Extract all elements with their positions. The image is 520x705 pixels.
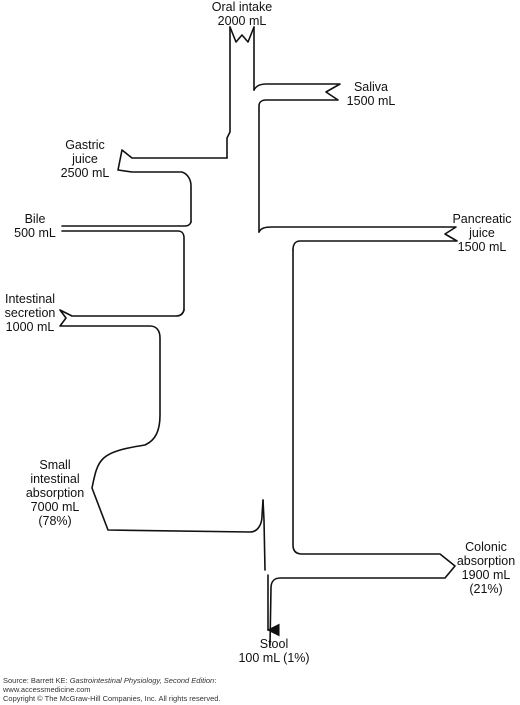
intestinal-secretion-name-2: secretion	[4, 306, 56, 320]
bile-name: Bile	[24, 212, 46, 226]
gastric-juice-inflow	[117, 149, 228, 223]
lower-left-wall	[262, 499, 266, 571]
pancreatic-juice-volume: 1500 mL	[457, 240, 507, 254]
oral-intake-name: Oral intake	[211, 0, 273, 14]
stool-volume: 100 mL (1%)	[238, 651, 310, 665]
gastric-juice-name-1: Gastric	[65, 138, 105, 152]
pancreatic-juice-name-1: Pancreatic	[452, 212, 512, 226]
right-wall	[269, 249, 456, 646]
gastric-juice-volume: 2500 mL	[60, 166, 110, 180]
intestinal-secretion-inflow	[59, 309, 264, 533]
colonic-percent: (21%)	[469, 582, 503, 596]
stool-label: Stool 100 mL (1%)	[236, 637, 312, 665]
intestinal-secretion-label: Intestinal secretion 1000 mL	[0, 292, 60, 334]
source-prefix: Source: Barrett KE:	[3, 676, 70, 685]
small-intestinal-line-3: absorption	[25, 486, 85, 500]
bile-label: Bile 500 mL	[10, 212, 60, 240]
bile-inflow-lower	[61, 230, 185, 311]
intestinal-secretion-volume: 1000 mL	[5, 320, 55, 334]
gastric-juice-name-2: juice	[72, 152, 98, 166]
gastric-juice-label: Gastric juice 2500 mL	[52, 138, 118, 180]
source-citation: Source: Barrett KE: Gastrointestinal Phy…	[3, 676, 216, 685]
upper-left-wall	[226, 26, 231, 159]
small-intestinal-percent: (78%)	[38, 514, 72, 528]
pancreatic-juice-label: Pancreatic juice 1500 mL	[446, 212, 518, 254]
saliva-inflow	[253, 83, 341, 233]
saliva-volume: 1500 mL	[346, 94, 396, 108]
oral-intake-volume: 2000 mL	[217, 14, 267, 28]
oral-intake-inflow-notch	[229, 26, 255, 43]
source-title: Gastrointestinal Physiology, Second Edit…	[69, 676, 215, 685]
colonic-line-2: absorption	[456, 554, 516, 568]
pancreatic-juice-inflow	[258, 226, 458, 251]
source-url[interactable]: www.accessmedicine.com	[3, 685, 91, 694]
colonic-line-1: Colonic	[465, 540, 507, 554]
saliva-name: Saliva	[353, 80, 389, 94]
source-suffix: :	[214, 676, 217, 685]
copyright-notice: Copyright © The McGraw-Hill Companies, I…	[3, 694, 221, 703]
pancreatic-juice-name-2: juice	[469, 226, 495, 240]
small-intestinal-volume: 7000 mL	[30, 500, 80, 514]
oral-intake-label: Oral intake 2000 mL	[200, 0, 284, 28]
colonic-absorption-label: Colonic absorption 1900 mL (21%)	[452, 540, 520, 596]
small-intestinal-line-2: intestinal	[30, 472, 80, 486]
small-intestinal-absorption-label: Small intestinal absorption 7000 mL (78%…	[22, 458, 88, 528]
stool-name: Stool	[259, 637, 289, 651]
intestinal-secretion-name-1: Intestinal	[4, 292, 56, 306]
colonic-volume: 1900 mL	[461, 568, 511, 582]
bile-inflow	[61, 221, 192, 227]
small-intestinal-line-1: Small	[39, 458, 71, 472]
bile-volume: 500 mL	[14, 226, 56, 240]
saliva-label: Saliva 1500 mL	[338, 80, 404, 108]
